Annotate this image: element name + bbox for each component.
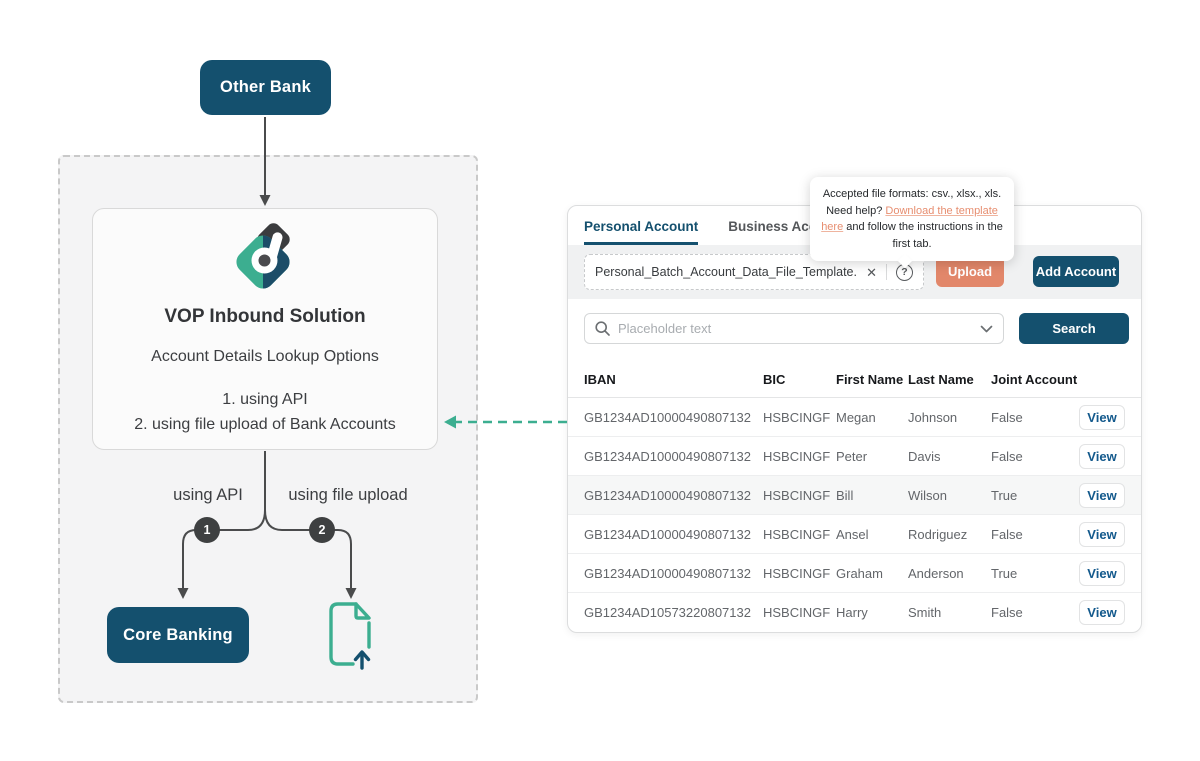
search-button[interactable]: Search bbox=[1019, 313, 1129, 344]
other-bank-label: Other Bank bbox=[220, 78, 311, 96]
lookup-option-2: 2. using file upload of Bank Accounts bbox=[134, 415, 396, 433]
view-button[interactable]: View bbox=[1079, 600, 1125, 625]
tooltip-help-suffix: and follow the instructions in the first… bbox=[843, 221, 1003, 250]
download-template-link[interactable]: Download the template here bbox=[821, 204, 998, 234]
add-account-button[interactable]: Add Account bbox=[1033, 256, 1119, 287]
cell-last-name: Rodriguez bbox=[908, 526, 968, 542]
table-row: GB1234AD10000490807132 HSBCINGF Graham A… bbox=[568, 554, 1141, 593]
upload-button[interactable]: Upload bbox=[936, 256, 1004, 287]
vop-logo-icon bbox=[236, 223, 295, 294]
tab-personal-account-label: Personal Account bbox=[584, 219, 699, 245]
branch-number-badge-1: 1 bbox=[194, 517, 220, 543]
header-bic: BIC bbox=[763, 372, 786, 387]
table-row: GB1234AD10000490807132 HSBCINGF Peter Da… bbox=[568, 437, 1141, 476]
table-row-highlighted: GB1234AD10000490807132 HSBCINGF Bill Wil… bbox=[568, 476, 1141, 515]
search-field[interactable] bbox=[584, 313, 1004, 344]
cell-last-name: Anderson bbox=[908, 565, 964, 581]
chip-divider bbox=[886, 264, 887, 280]
cell-bic: HSBCINGF bbox=[763, 448, 831, 464]
view-button[interactable]: View bbox=[1079, 404, 1125, 430]
cell-joint-account: True bbox=[991, 487, 1018, 503]
table-row: GB1234AD10000490807132 HSBCINGF Ansel Ro… bbox=[568, 515, 1141, 554]
branch-label-using-file-upload: using file upload bbox=[288, 486, 408, 504]
cell-first-name: Ansel bbox=[836, 526, 869, 542]
upload-help-tooltip: Accepted file formats: csv., xlsx., xls.… bbox=[810, 177, 1014, 269]
selected-file-name: Personal_Batch_Account_Data_File_Templat… bbox=[595, 265, 858, 279]
cell-joint-account: False bbox=[991, 448, 1023, 464]
cell-first-name: Bill bbox=[836, 487, 854, 503]
header-joint-account: Joint Account bbox=[991, 372, 1078, 387]
remove-file-icon[interactable]: ✕ bbox=[866, 264, 877, 280]
chevron-down-icon[interactable] bbox=[980, 325, 993, 333]
cell-bic: HSBCINGF bbox=[763, 409, 831, 425]
table-row: GB1234AD10573220807132 HSBCINGF Harry Sm… bbox=[568, 593, 1141, 632]
account-app-panel: Personal Account Business Account Person… bbox=[567, 205, 1142, 633]
vop-card-title: VOP Inbound Solution bbox=[164, 306, 366, 327]
cell-bic: HSBCINGF bbox=[763, 526, 831, 542]
other-bank-node: Other Bank bbox=[200, 60, 331, 115]
tooltip-line-formats: Accepted file formats: csv., xlsx., xls. bbox=[822, 188, 1002, 200]
search-icon bbox=[595, 321, 610, 336]
view-button[interactable]: View bbox=[1079, 482, 1125, 508]
cell-iban: GB1234AD10000490807132 bbox=[584, 409, 751, 425]
table-header-row: IBAN BIC First Name Last Name Joint Acco… bbox=[568, 362, 1141, 398]
core-banking-label: Core Banking bbox=[123, 625, 233, 644]
cell-first-name: Megan bbox=[836, 409, 876, 425]
cell-last-name: Wilson bbox=[908, 487, 948, 503]
cell-iban: GB1234AD10000490807132 bbox=[584, 526, 751, 542]
vop-card-subtitle: Account Details Lookup Options bbox=[151, 348, 379, 365]
cell-joint-account: False bbox=[991, 605, 1023, 620]
cell-last-name: Davis bbox=[908, 448, 941, 464]
cell-first-name: Peter bbox=[836, 448, 868, 464]
lookup-option-1: 1. using API bbox=[222, 391, 308, 408]
branch-label-using-api: using API bbox=[173, 486, 243, 504]
cell-bic: HSBCINGF bbox=[763, 565, 831, 581]
cell-last-name: Smith bbox=[908, 605, 942, 620]
cell-first-name: Harry bbox=[836, 605, 868, 620]
cell-joint-account: False bbox=[991, 409, 1023, 425]
cell-last-name: Johnson bbox=[908, 409, 958, 425]
table-row: GB1234AD10000490807132 HSBCINGF Megan Jo… bbox=[568, 398, 1141, 437]
cell-iban: GB1234AD10573220807132 bbox=[584, 605, 751, 620]
view-button[interactable]: View bbox=[1079, 443, 1125, 469]
branch-number-badge-2: 2 bbox=[309, 517, 335, 543]
vop-solution-card: VOP Inbound Solution Account Details Loo… bbox=[92, 208, 438, 450]
cell-bic: HSBCINGF bbox=[763, 487, 831, 503]
cell-joint-account: True bbox=[991, 565, 1018, 581]
search-input[interactable] bbox=[618, 321, 972, 336]
cell-bic: HSBCINGF bbox=[763, 605, 831, 620]
cell-first-name: Graham bbox=[836, 565, 883, 581]
cell-iban: GB1234AD10000490807132 bbox=[584, 565, 751, 581]
tab-bar: Personal Account Business Account bbox=[584, 206, 846, 245]
cell-iban: GB1234AD10000490807132 bbox=[584, 448, 751, 464]
view-button[interactable]: View bbox=[1079, 560, 1125, 586]
header-iban: IBAN bbox=[584, 372, 616, 387]
header-first-name: First Name bbox=[836, 372, 904, 387]
core-banking-node: Core Banking bbox=[107, 607, 249, 663]
account-table: GB1234AD10000490807132 HSBCINGF Megan Jo… bbox=[568, 398, 1141, 632]
tooltip-help-prefix: Need help? bbox=[826, 204, 886, 217]
cell-joint-account: False bbox=[991, 526, 1023, 542]
cell-iban: GB1234AD10000490807132 bbox=[584, 487, 751, 503]
header-last-name: Last Name bbox=[908, 372, 974, 387]
tab-personal-account[interactable]: Personal Account bbox=[584, 219, 699, 245]
view-button[interactable]: View bbox=[1079, 521, 1125, 547]
file-upload-icon bbox=[329, 602, 371, 670]
